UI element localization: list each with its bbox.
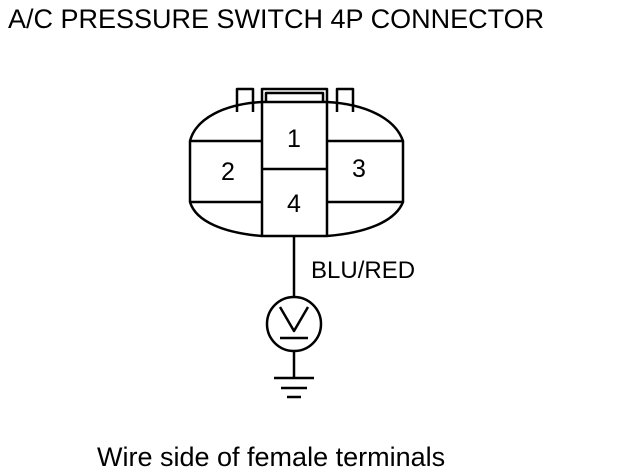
wire-color-label: BLU/RED (311, 257, 415, 284)
ground-icon (274, 376, 314, 399)
terminal-1: 1 (287, 125, 301, 153)
diagram-caption: Wire side of female terminals (97, 442, 445, 472)
terminal-3: 3 (352, 155, 366, 183)
connector-body (188, 87, 405, 238)
terminal-2: 2 (221, 158, 235, 186)
voltmeter-icon (265, 295, 323, 353)
diagram-title: A/C PRESSURE SWITCH 4P CONNECTOR (8, 4, 544, 34)
locking-tabs (235, 87, 355, 112)
terminal-4: 4 (287, 190, 301, 218)
